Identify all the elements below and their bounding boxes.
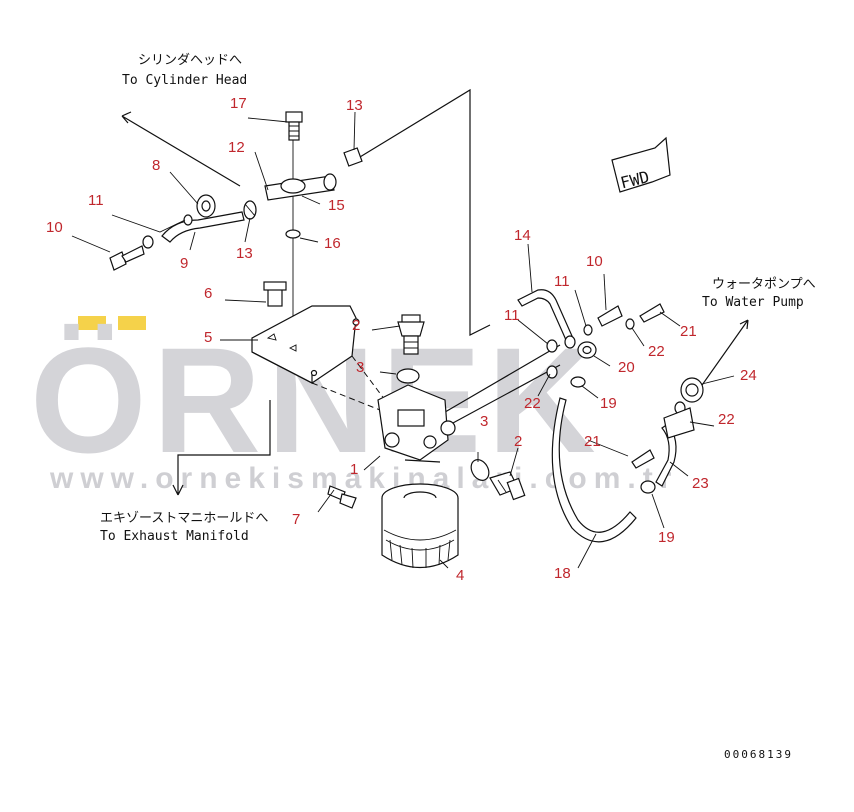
bolt-filter: [327, 485, 357, 509]
filter-head: [377, 384, 456, 463]
svg-text:ウォータポンプへ: ウォータポンプへ: [712, 277, 816, 292]
callout-6: 6: [204, 285, 212, 302]
watermark-dot-left: [78, 316, 106, 330]
callout-22-mid: 22: [524, 395, 541, 412]
bolt-21-b: [631, 449, 655, 469]
callout-3-upper: 3: [356, 359, 364, 376]
note-exhaust: エキゾーストマニホールドへ To Exhaust Manifold: [100, 400, 271, 544]
clamp-19-b: [640, 480, 656, 494]
leader-lines: [71, 111, 735, 569]
joint-pipe: [264, 173, 337, 201]
callout-4: 4: [456, 567, 464, 584]
pipe-9: [161, 211, 245, 243]
callout-13-lower: 13: [236, 245, 253, 262]
callout-8: 8: [152, 157, 160, 174]
callout-3-lower: 3: [480, 413, 488, 430]
callout-9: 9: [180, 255, 188, 272]
callouts: 17 13 12 8 11 15 10 16 13 9 6 5 2 3 1 3 …: [46, 95, 757, 584]
callout-1: 1: [350, 461, 358, 478]
callout-21-lower: 21: [584, 433, 601, 450]
bracket-guide: [311, 382, 381, 411]
washer-11-right: [583, 324, 593, 336]
callout-7: 7: [292, 511, 300, 528]
pipe-upper: [439, 344, 561, 416]
callout-11-mid: 11: [504, 307, 520, 324]
clamp-19-a: [570, 376, 586, 388]
watermark-url: www.ornekismakinalari.com.tr: [49, 462, 678, 495]
document-number: 00068139: [724, 748, 793, 761]
callout-11-left: 11: [88, 192, 104, 209]
bolt-10-left: [109, 245, 145, 271]
bolt-hollow: [285, 111, 303, 141]
callout-24: 24: [740, 367, 757, 384]
pipe-lower: [439, 364, 561, 431]
callout-11-right: 11: [554, 273, 570, 290]
pipe-14: [517, 289, 576, 349]
callout-10-right: 10: [586, 253, 603, 270]
sensor-lower: [489, 471, 526, 501]
callout-14: 14: [514, 227, 531, 244]
callout-15: 15: [328, 197, 345, 214]
arrow-to-cylinder: [121, 111, 241, 187]
hose-connector: [680, 377, 704, 403]
callout-19-lower: 19: [658, 529, 675, 546]
callout-21-upper: 21: [680, 323, 697, 340]
arrow-to-water-pump: [699, 319, 749, 389]
callout-18: 18: [554, 565, 571, 582]
watermark-dot-right: [118, 316, 146, 330]
callout-17: 17: [230, 95, 247, 112]
svg-text:To Cylinder Head: To Cylinder Head: [122, 73, 247, 88]
arrow-to-exhaust: [172, 400, 271, 496]
bolt-21-a: [639, 303, 665, 323]
note-cylinder-head: シリンダヘッドへ To Cylinder Head: [121, 53, 247, 187]
callout-13-upper: 13: [346, 97, 363, 114]
pipe-23: [655, 407, 695, 487]
callout-22-upper: 22: [648, 343, 665, 360]
connector-upper: [343, 147, 363, 167]
filter-cartridge: [381, 483, 459, 569]
svg-text:To Exhaust Manifold: To Exhaust Manifold: [100, 529, 249, 544]
note-water-pump: ウォータポンプへ To Water Pump: [699, 277, 816, 389]
fwd-arrow: FWD: [611, 136, 671, 193]
gasket-lower: [470, 459, 490, 481]
bolt-bracket: [263, 281, 287, 307]
grommet: [196, 194, 216, 218]
callout-16: 16: [324, 235, 341, 252]
washer-11-left: [142, 235, 154, 249]
callout-2-upper: 2: [352, 317, 360, 334]
svg-text:To Water Pump: To Water Pump: [702, 295, 804, 310]
svg-text:シリンダヘッドへ: シリンダヘッドへ: [138, 53, 242, 68]
svg-text:エキゾーストマニホールドへ: エキゾーストマニホールドへ: [100, 511, 268, 526]
bracket: [251, 305, 360, 384]
pipe-route: [354, 88, 491, 336]
gasket-upper: [396, 368, 420, 384]
washer-16: [285, 229, 301, 239]
bolt-10-right: [597, 305, 623, 327]
callout-12: 12: [228, 139, 245, 156]
callout-5: 5: [204, 329, 212, 346]
callout-19-upper: 19: [600, 395, 617, 412]
sensor-upper: [397, 314, 425, 355]
washer-22-a: [546, 339, 558, 353]
washer-22-c: [625, 318, 635, 330]
callout-10-left: 10: [46, 219, 63, 236]
callout-23: 23: [692, 475, 709, 492]
callout-22-right: 22: [718, 411, 735, 428]
callout-20: 20: [618, 359, 635, 376]
hose-18: [551, 397, 637, 543]
banjo-joint: [577, 341, 597, 359]
callout-2-lower: 2: [514, 433, 522, 450]
connector-lower: [243, 200, 257, 220]
